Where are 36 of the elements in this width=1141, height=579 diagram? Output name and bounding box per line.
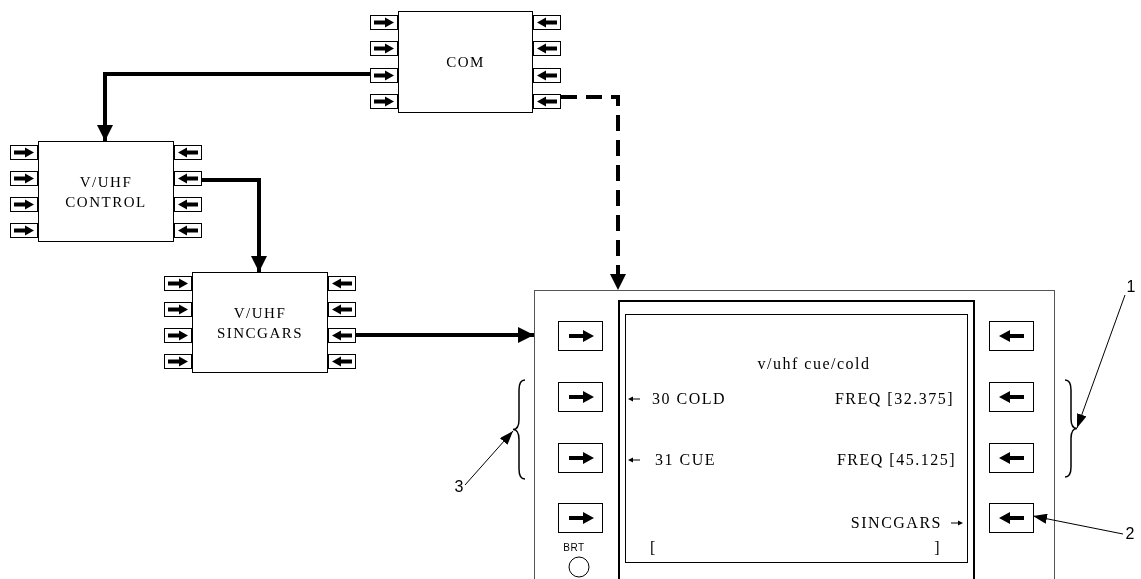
screen-text: 31 CUE [655,450,716,470]
callout-number: 1 [1124,277,1138,297]
unit-block [10,141,202,242]
unit-block [370,11,561,113]
display-unit [534,290,1055,579]
screen-text: [ [650,538,657,558]
leader-line [1076,294,1126,429]
soft-key-button [989,321,1034,351]
connector-arrow [356,327,534,343]
connector-arrow [561,95,626,290]
callout-number: 3 [452,477,466,497]
screen-text: ] [934,538,941,558]
unit-label: V/UHF SINCGARS [215,303,305,343]
connector-arrow [202,178,267,272]
soft-key-button [558,443,603,473]
screen-text: 30 COLD [652,389,727,409]
unit-label: V/UHF CONTROL [64,172,148,212]
callout-number: 2 [1123,524,1137,544]
soft-key-button [558,321,603,351]
screen-text: FREQ [45.125] [836,450,956,470]
knob-label: BRT [562,541,586,555]
soft-key-button [558,382,603,412]
screen-text: v/uhf cue/cold [757,354,871,374]
unit-block [164,272,356,373]
brace [512,379,526,480]
screen-text: FREQ [32.375] [834,389,954,409]
soft-key-button [558,503,603,533]
soft-key-button [989,503,1034,533]
screen-text: SINCGARS [850,513,942,533]
connector-arrow [97,72,370,141]
unit-label: COM [446,53,485,72]
soft-key-button [989,443,1034,473]
brace [1064,379,1078,478]
leader-line [464,430,514,486]
soft-key-button [989,382,1034,412]
leader-line [1032,513,1124,535]
